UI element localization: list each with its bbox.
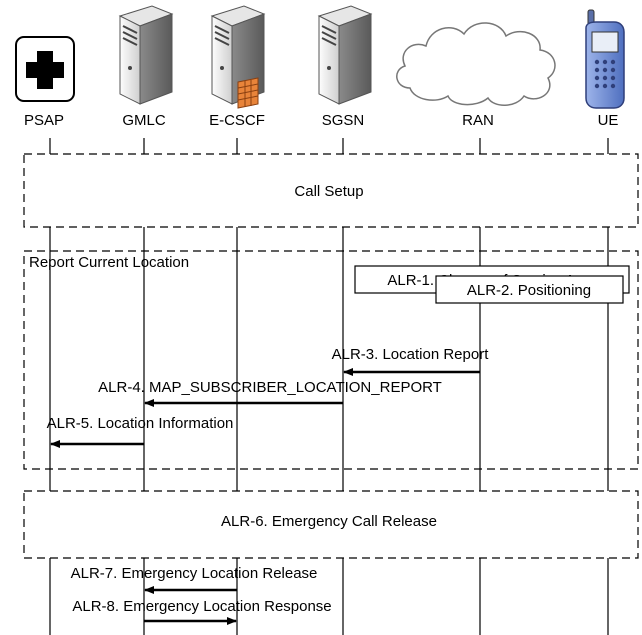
entity-label-ue: UE	[598, 112, 619, 129]
entity-label-gmlc: GMLC	[122, 112, 166, 129]
entity-label-sgsn: SGSN	[322, 112, 365, 129]
report-location-label: Report Current Location	[29, 254, 189, 271]
cloud-icon	[396, 22, 556, 106]
psap-cross-icon	[15, 36, 75, 102]
call-setup-box	[23, 153, 639, 228]
alr4-label: ALR-4. MAP_SUBSCRIBER_LOCATION_REPORT	[98, 379, 442, 396]
firewall-icon	[237, 77, 259, 109]
emergency-call-release-label: ALR-6. Emergency Call Release	[221, 513, 437, 530]
alr2-box	[435, 275, 624, 304]
entity-label-ran: RAN	[462, 112, 494, 129]
entity-label-ecscf: E-CSCF	[209, 112, 265, 129]
messages: ALR-3. Location Report ALR-4. MAP_SUBSCR…	[47, 346, 490, 625]
entity-label-psap: PSAP	[24, 112, 64, 129]
call-setup-label: Call Setup	[294, 183, 363, 200]
server-icon	[317, 5, 373, 105]
entity-labels: PSAP GMLC E-CSCF SGSN RAN UE	[24, 112, 618, 129]
alr5-label: ALR-5. Location Information	[47, 415, 234, 432]
alr2-label: ALR-2. Positioning	[467, 282, 591, 299]
alr8-label: ALR-8. Emergency Location Response	[72, 598, 331, 615]
server-icon	[118, 5, 174, 105]
report-location-box	[23, 250, 639, 470]
mobile-phone-icon	[585, 9, 625, 109]
emergency-call-release-box	[23, 490, 639, 559]
server-firewall-icon	[210, 5, 266, 109]
alr7-label: ALR-7. Emergency Location Release	[71, 565, 318, 582]
alr3-label: ALR-3. Location Report	[332, 346, 490, 363]
